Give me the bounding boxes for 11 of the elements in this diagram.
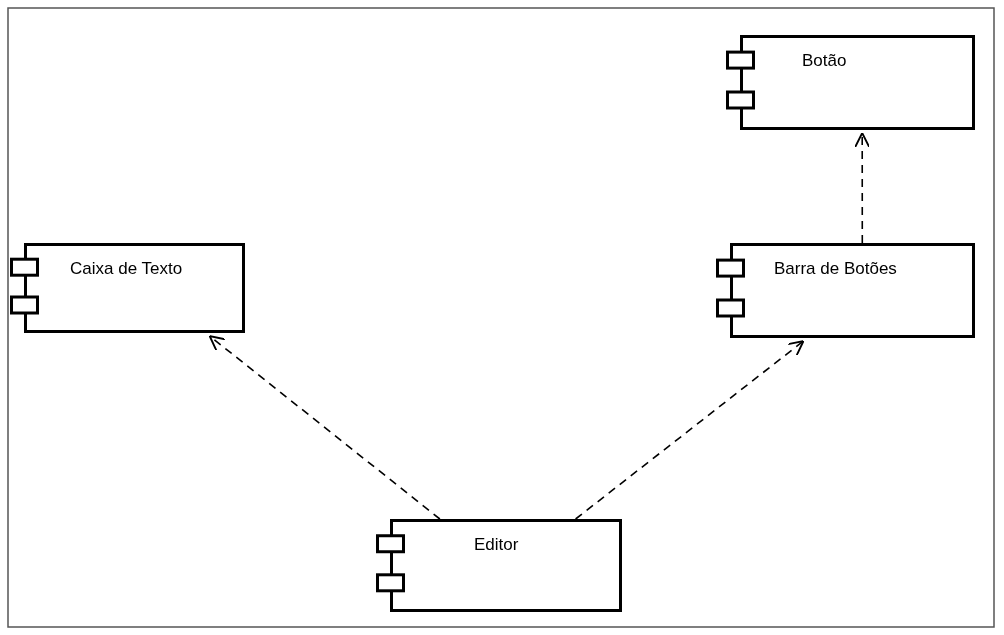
component-box [726,35,975,130]
dependency-arrow [854,132,871,244]
component-name: Botão [802,51,847,71]
component-box [10,243,245,333]
component-box [716,243,975,338]
component-name: Editor [474,535,519,555]
dependency-arrow [208,335,441,520]
dependency-arrow [574,340,805,520]
component-name: Caixa de Texto [70,259,183,279]
component-box [376,519,622,612]
component-name: Barra de Botões [774,259,897,279]
